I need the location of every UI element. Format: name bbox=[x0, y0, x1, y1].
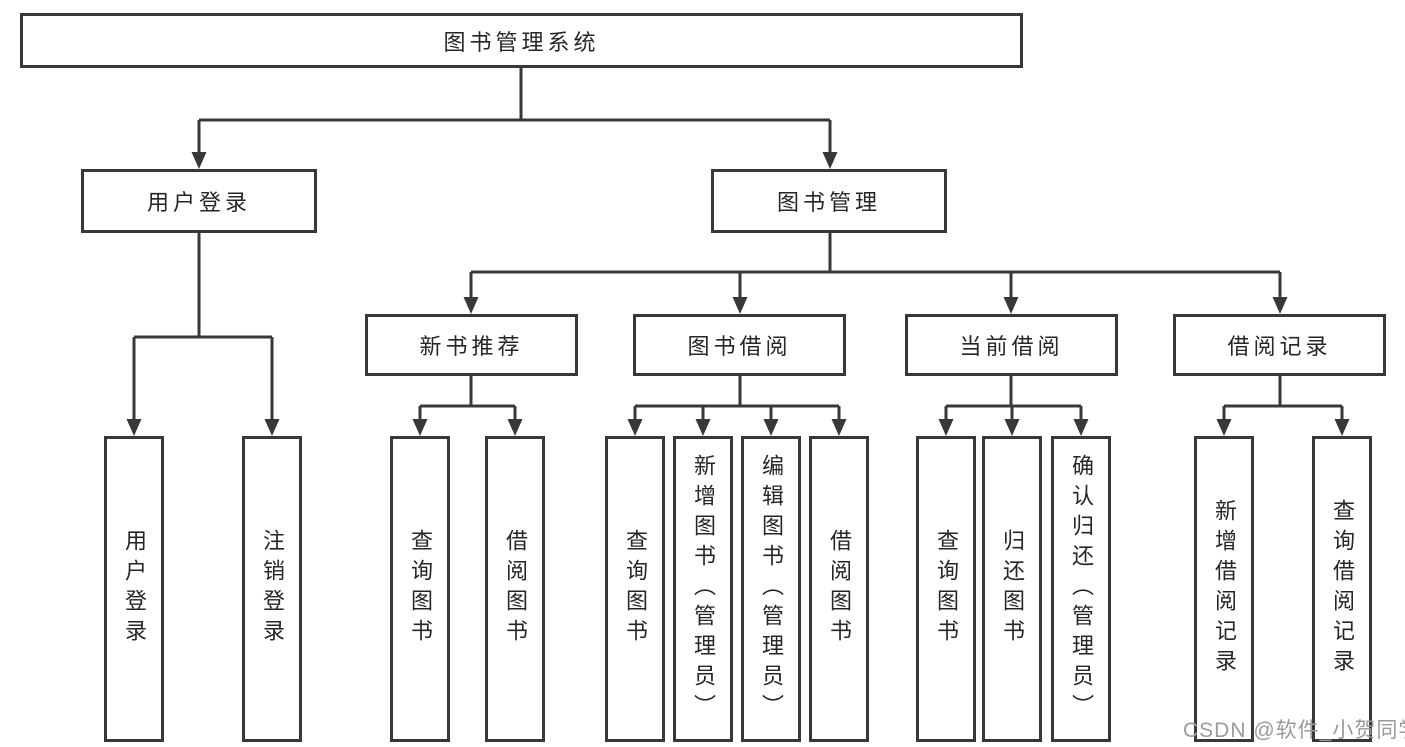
arrow-down-icon bbox=[1216, 419, 1232, 436]
arrow-down-icon bbox=[412, 419, 428, 436]
arrow-down-icon bbox=[627, 419, 643, 436]
arrow-down-icon bbox=[264, 419, 280, 436]
arrow-down-icon bbox=[1334, 419, 1350, 436]
arrow-down-icon bbox=[507, 419, 523, 436]
leaf-query-books-current: 查询图书 bbox=[916, 436, 976, 742]
arrowheads bbox=[126, 152, 1350, 436]
arrow-down-icon bbox=[191, 152, 207, 169]
leaf-edit-book-admin: 编辑图书（管理员） bbox=[741, 436, 801, 742]
arrow-down-icon bbox=[126, 419, 142, 436]
arrow-down-icon bbox=[938, 419, 954, 436]
connector-current-leaves bbox=[944, 375, 1083, 423]
watermark: CSDN @软件_小贺同学 bbox=[1183, 719, 1405, 742]
leaf-logout: 注销登录 bbox=[242, 436, 302, 742]
connector-recommend-leaves bbox=[418, 375, 517, 423]
leaf-confirm-return-admin: 确认归还（管理员） bbox=[1051, 436, 1111, 742]
leaf-add-borrow-record: 新增借阅记录 bbox=[1194, 436, 1254, 742]
arrow-down-icon bbox=[763, 419, 779, 436]
arrow-down-icon bbox=[1073, 419, 1089, 436]
arrow-down-icon bbox=[732, 297, 748, 314]
node-library-system: 图书管理系统 bbox=[20, 13, 1023, 68]
arrow-down-icon bbox=[831, 419, 847, 436]
leaf-query-borrow-record: 查询借阅记录 bbox=[1312, 436, 1372, 742]
arrow-down-icon bbox=[695, 419, 711, 436]
leaf-borrow-books: 借阅图书 bbox=[809, 436, 869, 742]
arrow-down-icon bbox=[1004, 419, 1020, 436]
connector-userlogin-leaves bbox=[132, 231, 274, 423]
node-new-book-recommend: 新书推荐 bbox=[365, 314, 578, 376]
arrow-down-icon bbox=[1272, 297, 1288, 314]
connector-bookmgmt-level3 bbox=[469, 231, 1282, 301]
node-user-login: 用户登录 bbox=[81, 169, 317, 233]
node-book-borrow: 图书借阅 bbox=[633, 314, 846, 376]
arrow-down-icon bbox=[822, 152, 838, 169]
node-book-management: 图书管理 bbox=[711, 169, 947, 233]
connector-root-level2 bbox=[197, 67, 832, 156]
node-borrow-records: 借阅记录 bbox=[1173, 314, 1386, 376]
leaf-user-login: 用户登录 bbox=[104, 436, 164, 742]
leaf-return-book: 归还图书 bbox=[982, 436, 1042, 742]
arrow-down-icon bbox=[1003, 297, 1019, 314]
leaf-borrow-books-recommend: 借阅图书 bbox=[485, 436, 545, 742]
connector-records-leaves bbox=[1222, 375, 1344, 423]
leaf-query-books-recommend: 查询图书 bbox=[390, 436, 450, 742]
leaf-add-book-admin: 新增图书（管理员） bbox=[673, 436, 733, 742]
node-current-borrow: 当前借阅 bbox=[905, 314, 1118, 376]
connector-borrow-leaves bbox=[633, 375, 841, 423]
leaf-query-books-borrow: 查询图书 bbox=[605, 436, 665, 742]
arrow-down-icon bbox=[463, 297, 479, 314]
